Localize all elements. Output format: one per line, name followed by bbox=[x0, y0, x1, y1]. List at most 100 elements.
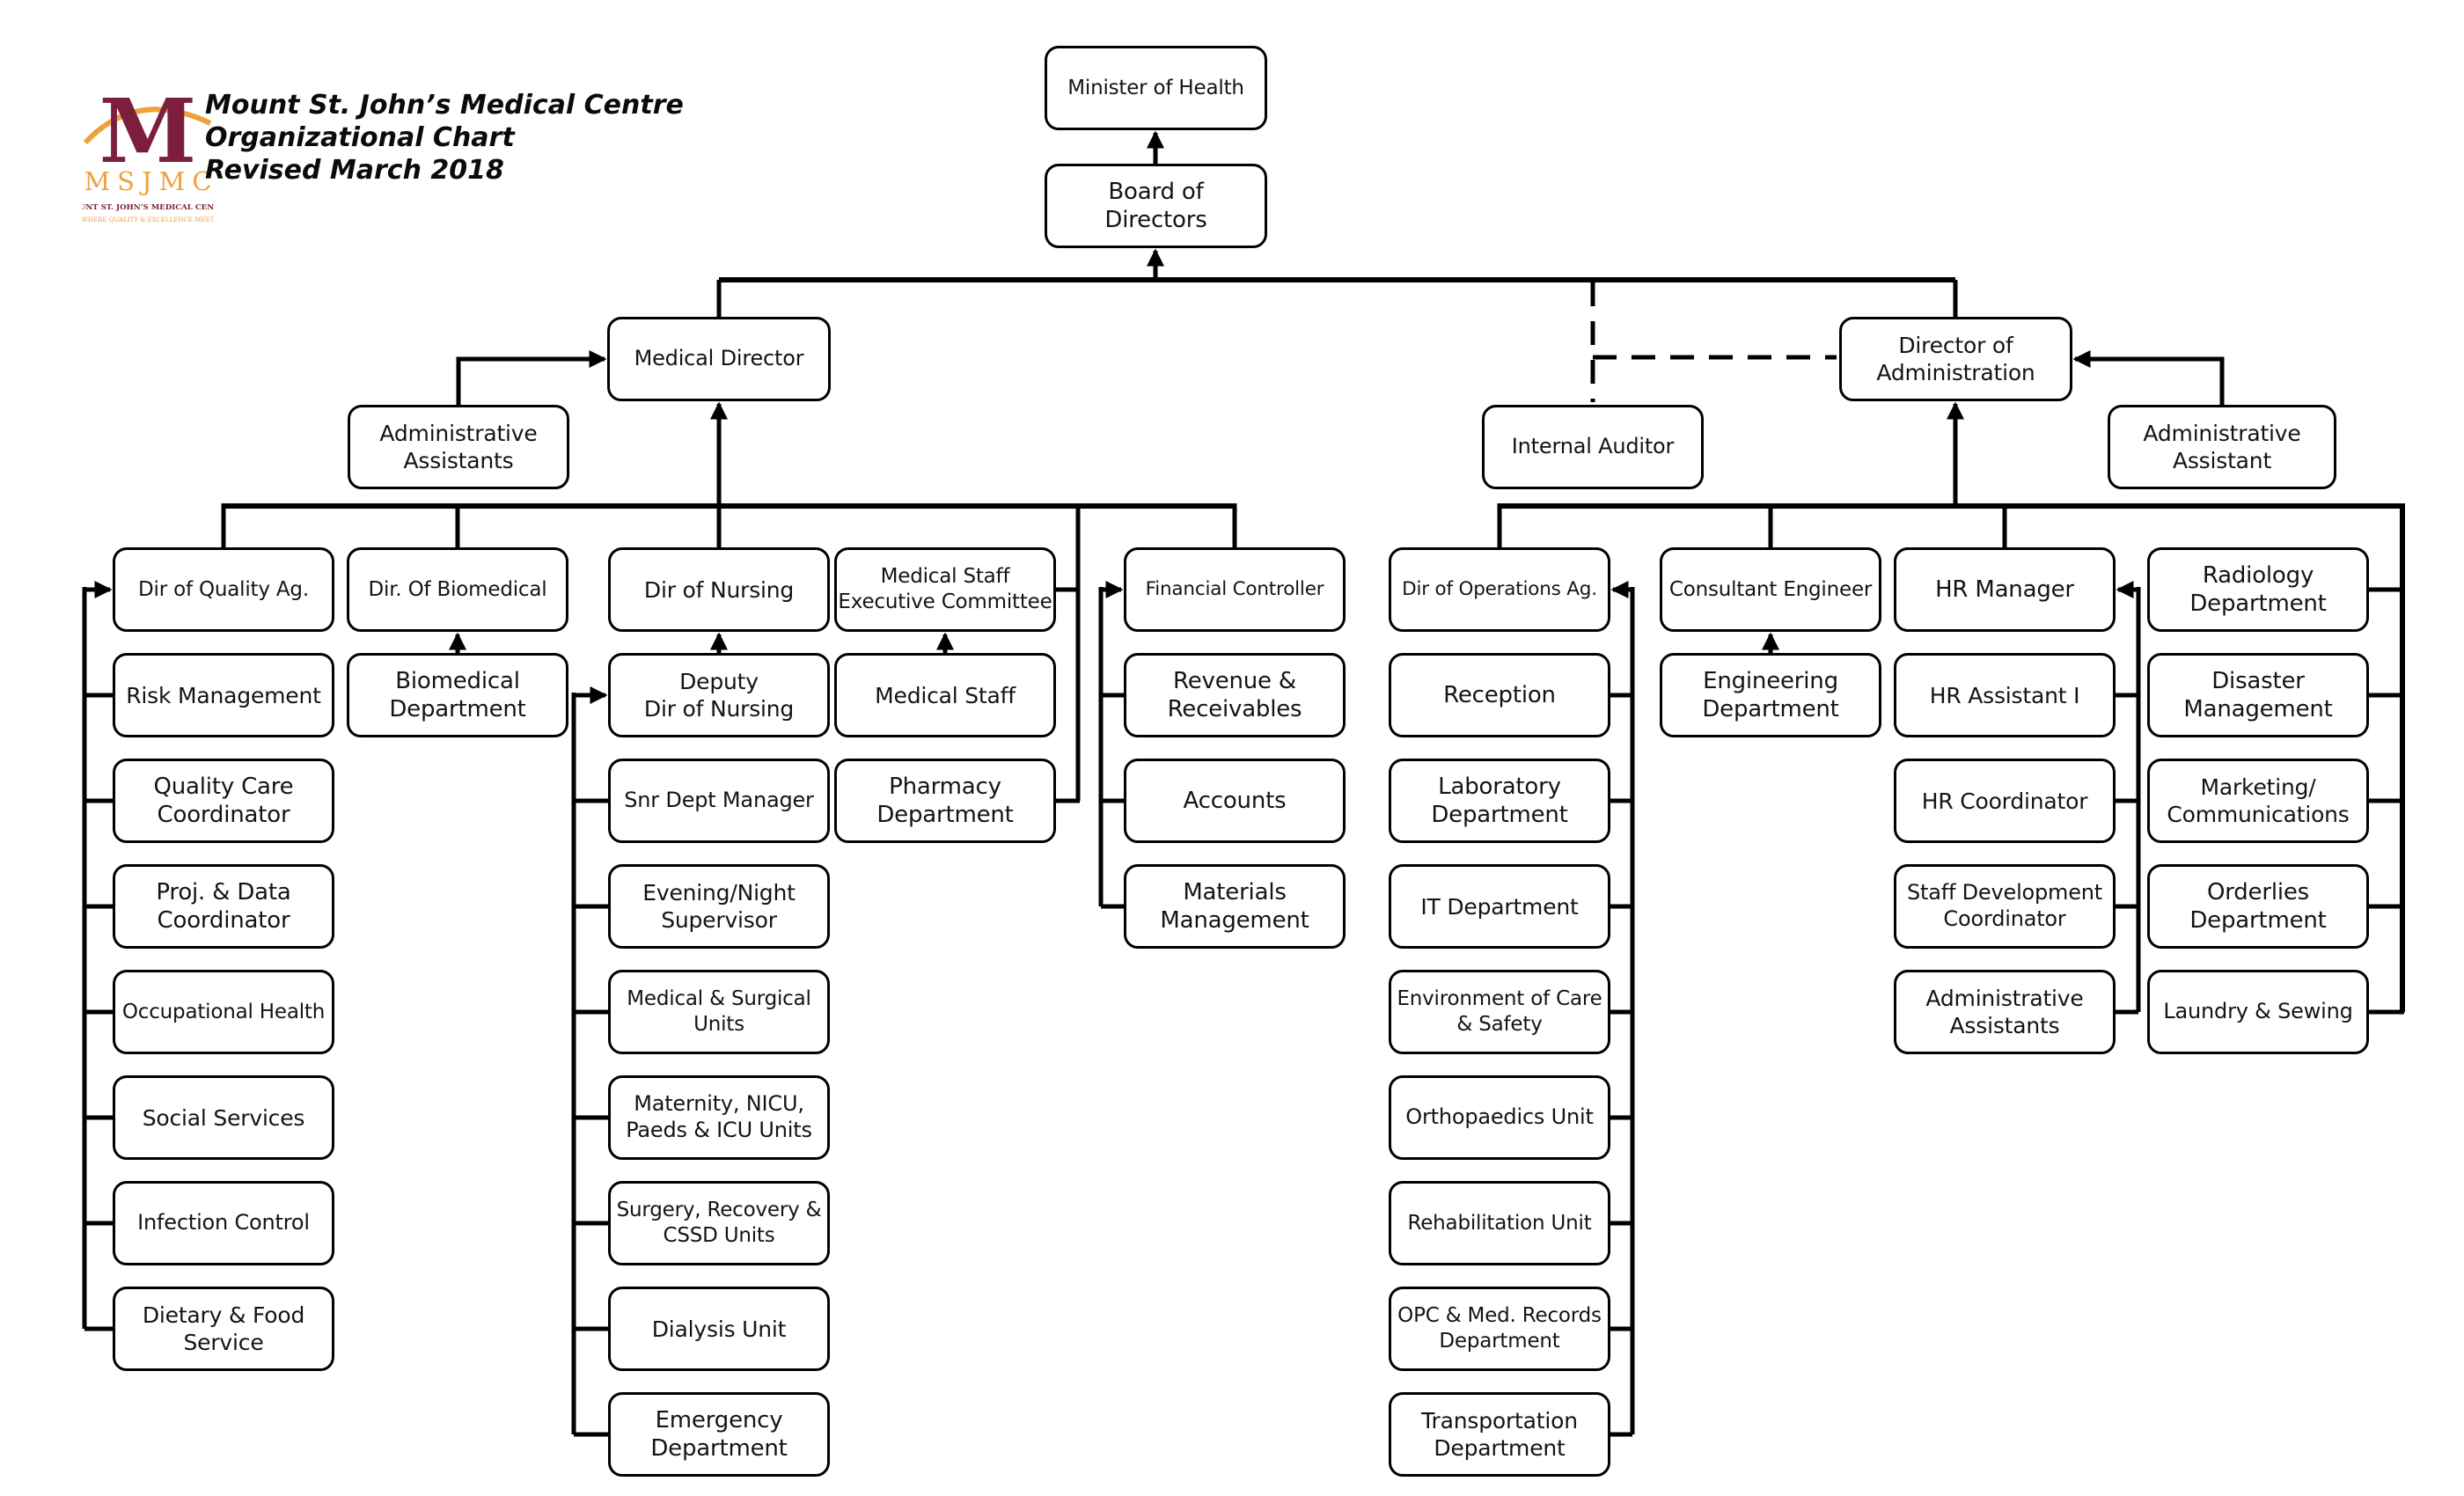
org-box-label: Dir of Quality Ag. bbox=[138, 577, 309, 601]
org-box-dir-of-quality-ag: Dir of Quality Ag. bbox=[113, 547, 334, 632]
org-box-snr-dept-manager: Snr Dept Manager bbox=[608, 759, 830, 843]
org-box-label: Pharmacy bbox=[889, 773, 1001, 800]
org-box-it-department: IT Department bbox=[1389, 864, 1610, 949]
connector-arrow bbox=[2072, 350, 2225, 405]
org-box-label: OPC & Med. Records bbox=[1397, 1304, 1602, 1328]
org-box-label: Assistants bbox=[403, 448, 514, 473]
org-box-label: Risk Management bbox=[126, 682, 321, 708]
org-box-label: Snr Dept Manager bbox=[624, 788, 814, 813]
org-box-label: Medical Staff bbox=[880, 565, 1010, 589]
org-box-label: Accounts bbox=[1183, 787, 1287, 814]
logo-arc bbox=[83, 106, 212, 145]
chart-title-line-1: Mount St. John’s Medical Centre bbox=[205, 90, 684, 121]
org-box-label: Marketing/ bbox=[2200, 774, 2316, 800]
org-box-label: Administrative bbox=[1925, 986, 2084, 1011]
org-box-infection-control: Infection Control bbox=[113, 1181, 334, 1265]
org-box-label: Administration bbox=[1876, 360, 2035, 385]
org-box-label: Director of bbox=[1898, 333, 2013, 358]
org-box-label: Medical Staff bbox=[875, 682, 1016, 708]
org-box-label: HR Manager bbox=[1935, 576, 2074, 603]
org-box-social-services: Social Services bbox=[113, 1075, 334, 1160]
org-box-label: Administrative bbox=[379, 421, 538, 446]
org-box-label: Emergency bbox=[655, 1406, 783, 1434]
org-box-label: Radiology bbox=[2202, 561, 2314, 589]
org-box-label: Communications bbox=[2167, 802, 2350, 827]
org-box-label: Dietary & Food bbox=[142, 1302, 305, 1328]
org-box-label: Internal Auditor bbox=[1511, 434, 1675, 459]
org-box-label: Assistant bbox=[2172, 448, 2272, 473]
org-box-label: Laboratory bbox=[1438, 773, 1561, 800]
logo-monogram: M bbox=[99, 81, 197, 183]
chart-title-line-2: Organizational Chart bbox=[205, 122, 515, 153]
org-box-label: Administrative bbox=[2143, 421, 2301, 446]
org-box-label: Department bbox=[1702, 696, 1839, 722]
org-box-label: Receivables bbox=[1167, 696, 1302, 722]
org-box-label: Department bbox=[650, 1435, 788, 1462]
org-box-reception: Reception bbox=[1389, 653, 1610, 737]
org-box-dir-of-nursing: Dir of Nursing bbox=[608, 547, 830, 632]
org-box-label: Minister of Health bbox=[1067, 76, 1244, 99]
connector-arrow bbox=[456, 350, 607, 405]
org-box-label: CSSD Units bbox=[663, 1224, 775, 1247]
org-box-label: Coordinator bbox=[157, 907, 290, 934]
org-box-surgery-recovery-cssd-units: Surgery, Recovery &CSSD Units bbox=[608, 1181, 830, 1265]
org-box-label: Management bbox=[2183, 696, 2333, 722]
org-box-label: Department bbox=[2189, 590, 2327, 617]
chart-title-block: Mount St. John’s Medical Centre Organiza… bbox=[205, 89, 684, 187]
org-box-label: Supervisor bbox=[661, 907, 777, 933]
org-box-dialysis-unit: Dialysis Unit bbox=[608, 1287, 830, 1371]
org-box-label: Paeds & ICU Units bbox=[626, 1118, 812, 1142]
chart-title-line-3: Revised March 2018 bbox=[205, 155, 504, 186]
org-box-label: Evening/Night bbox=[642, 880, 796, 906]
org-box-label: Surgery, Recovery & bbox=[616, 1199, 822, 1222]
org-box-dir-of-operations-ag: Dir of Operations Ag. bbox=[1389, 547, 1610, 632]
org-box-label: Coordinator bbox=[157, 802, 290, 828]
org-box-label: HR Assistant I bbox=[1929, 682, 2080, 708]
org-box-accounts: Accounts bbox=[1124, 759, 1346, 843]
org-box-label: Financial Controller bbox=[1145, 577, 1324, 600]
org-box-hr-manager: HR Manager bbox=[1894, 547, 2116, 632]
org-box-label: Environment of Care bbox=[1397, 987, 1602, 1011]
org-box-label: Directors bbox=[1104, 207, 1207, 233]
org-box-revenue-receivables: Revenue &Receivables bbox=[1124, 653, 1346, 737]
org-box-label: Dir of Operations Ag. bbox=[1402, 577, 1597, 600]
org-box-label: Laundry & Sewing bbox=[2163, 999, 2353, 1024]
org-box-label: Medical Director bbox=[634, 346, 804, 371]
logo-name-caps: MOUNT ST. JOHN’S MEDICAL CENTRE bbox=[82, 203, 214, 212]
org-box-occupational-health: Occupational Health bbox=[113, 970, 334, 1054]
org-box-label: Dialysis Unit bbox=[651, 1316, 787, 1342]
org-box-label: Department bbox=[2189, 907, 2327, 934]
org-box-label: Department bbox=[389, 696, 526, 722]
org-box-label: Orderlies bbox=[2206, 878, 2310, 906]
org-box-label: Social Services bbox=[142, 1104, 305, 1131]
org-box-label: Department bbox=[1439, 1330, 1560, 1353]
msjmc-logo: M MSJMC MOUNT ST. JOHN’S MEDICAL CENTRE … bbox=[82, 81, 214, 224]
org-box-label: Department bbox=[1434, 1435, 1566, 1461]
org-box-label: Department bbox=[1431, 802, 1568, 828]
org-box-label: Staff Development bbox=[1906, 880, 2103, 906]
org-box-label: Biomedical bbox=[395, 667, 520, 694]
org-box-dir-of-biomedical: Dir. Of Biomedical bbox=[347, 547, 568, 632]
org-box-label: Assistants bbox=[1949, 1013, 2060, 1038]
